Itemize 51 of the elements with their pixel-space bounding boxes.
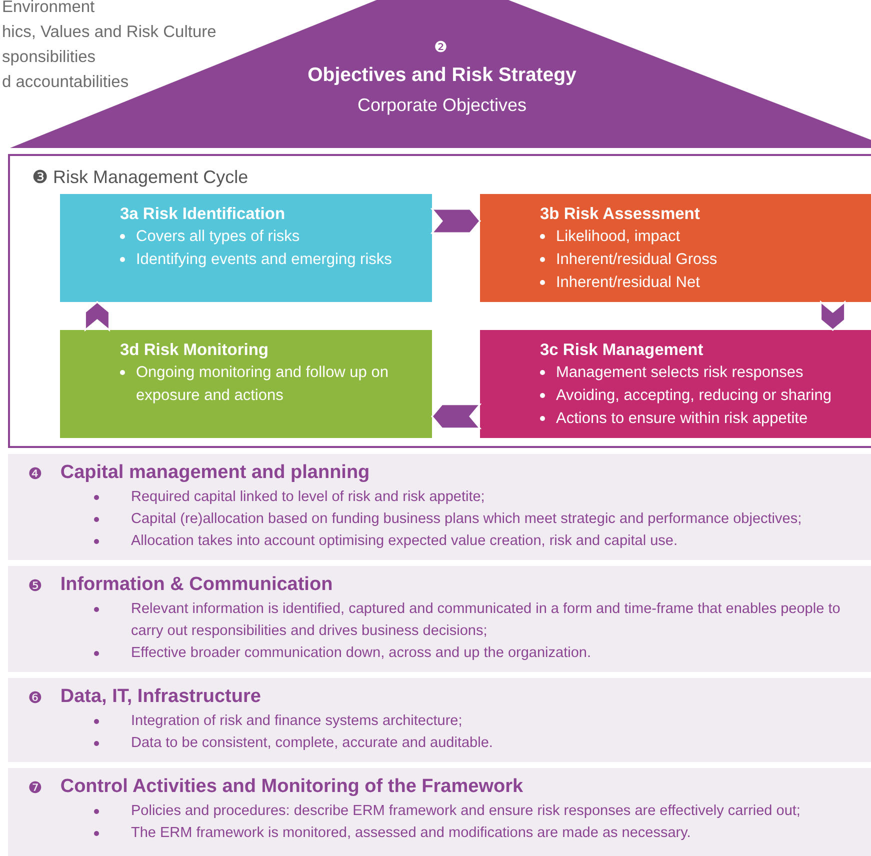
frame-heading: ❸ Risk Management Cycle <box>32 166 248 188</box>
step-number: ❷ <box>434 38 448 56</box>
bullet-text: Management selects risk responses <box>556 363 804 383</box>
cycle-frame <box>8 154 871 448</box>
bullet-text: Required capital linked to level of risk and risk appetite; <box>131 488 485 507</box>
process-box <box>480 330 871 438</box>
category-text: sponsibilities <box>2 48 96 67</box>
bullet-text: Effective broader communication down, across and up the organization. <box>131 644 591 663</box>
section-band <box>8 768 871 856</box>
bullet-text: Capital (re)allocation based on funding business plans which meet strategic and performance objectives; <box>131 510 802 529</box>
process-box <box>60 330 432 438</box>
bullet-text: Allocation takes into account optimising expected value creation, risk and capital use. <box>131 532 678 551</box>
category-text: Environment <box>2 0 95 17</box>
step-number: ❼ <box>28 778 42 796</box>
bullet-text: Relevant information is identified, captured and communicated in a form and time-frame that enables people to carry out responsibilities and drives business decisions; <box>131 600 842 641</box>
bullet-text: Actions to ensure within risk appetite <box>556 409 808 429</box>
chevron-arrow <box>84 301 110 332</box>
chevron-arrow <box>431 404 482 430</box>
bullet-text: Covers all types of risks <box>136 227 300 247</box>
process-box <box>60 194 432 302</box>
bullet-text: Inherent/residual Net <box>556 273 700 293</box>
bullet-text: Identifying events and emerging risks <box>136 250 392 270</box>
section-heading: Control Activities and Monitoring of the Framework <box>60 775 524 799</box>
bullet-text: Policies and procedures: describe ERM framework and ensure risk responses are effectively carried out; <box>131 802 800 821</box>
bullet-text: Data to be consistent, complete, accurate and auditable. <box>131 734 493 753</box>
box-heading: 3c Risk Management <box>540 340 704 361</box>
step-number: ❻ <box>28 688 42 706</box>
section-heading: Information & Communication <box>60 573 333 597</box>
bullet-text: Likelihood, impact <box>556 227 680 247</box>
box-heading: 3b Risk Assessment <box>540 204 701 225</box>
chevron-arrow <box>430 208 481 234</box>
bullet-text: Ongoing monitoring and follow up on exposure and actions <box>136 363 390 406</box>
category-text: hics, Values and Risk Culture <box>2 23 216 42</box>
section-heading: Data, IT, Infrastructure <box>60 685 261 709</box>
bullet-text: Avoiding, accepting, reducing or sharing <box>556 386 832 406</box>
section-heading: Capital management and planning <box>60 461 370 485</box>
bullet-text: Inherent/residual Gross <box>556 250 718 270</box>
section-band <box>8 678 871 762</box>
box-heading: 3a Risk Identification <box>120 204 286 225</box>
roof-subheading: Corporate Objectives <box>356 95 528 116</box>
chevron-arrow <box>820 300 846 331</box>
bullet-text: The ERM framework is monitored, assessed and modifications are made as necessary. <box>131 824 691 843</box>
section-band <box>8 566 871 672</box>
box-heading: 3d Risk Monitoring <box>120 340 270 361</box>
roof-heading: Objectives and Risk Strategy <box>306 64 578 87</box>
process-box <box>480 194 871 302</box>
section-band <box>8 454 871 560</box>
category-text: d accountabilities <box>2 73 129 92</box>
step-number: ❺ <box>28 576 42 594</box>
bullet-text: Integration of risk and finance systems architecture; <box>131 712 462 731</box>
step-number: ❹ <box>28 464 42 482</box>
